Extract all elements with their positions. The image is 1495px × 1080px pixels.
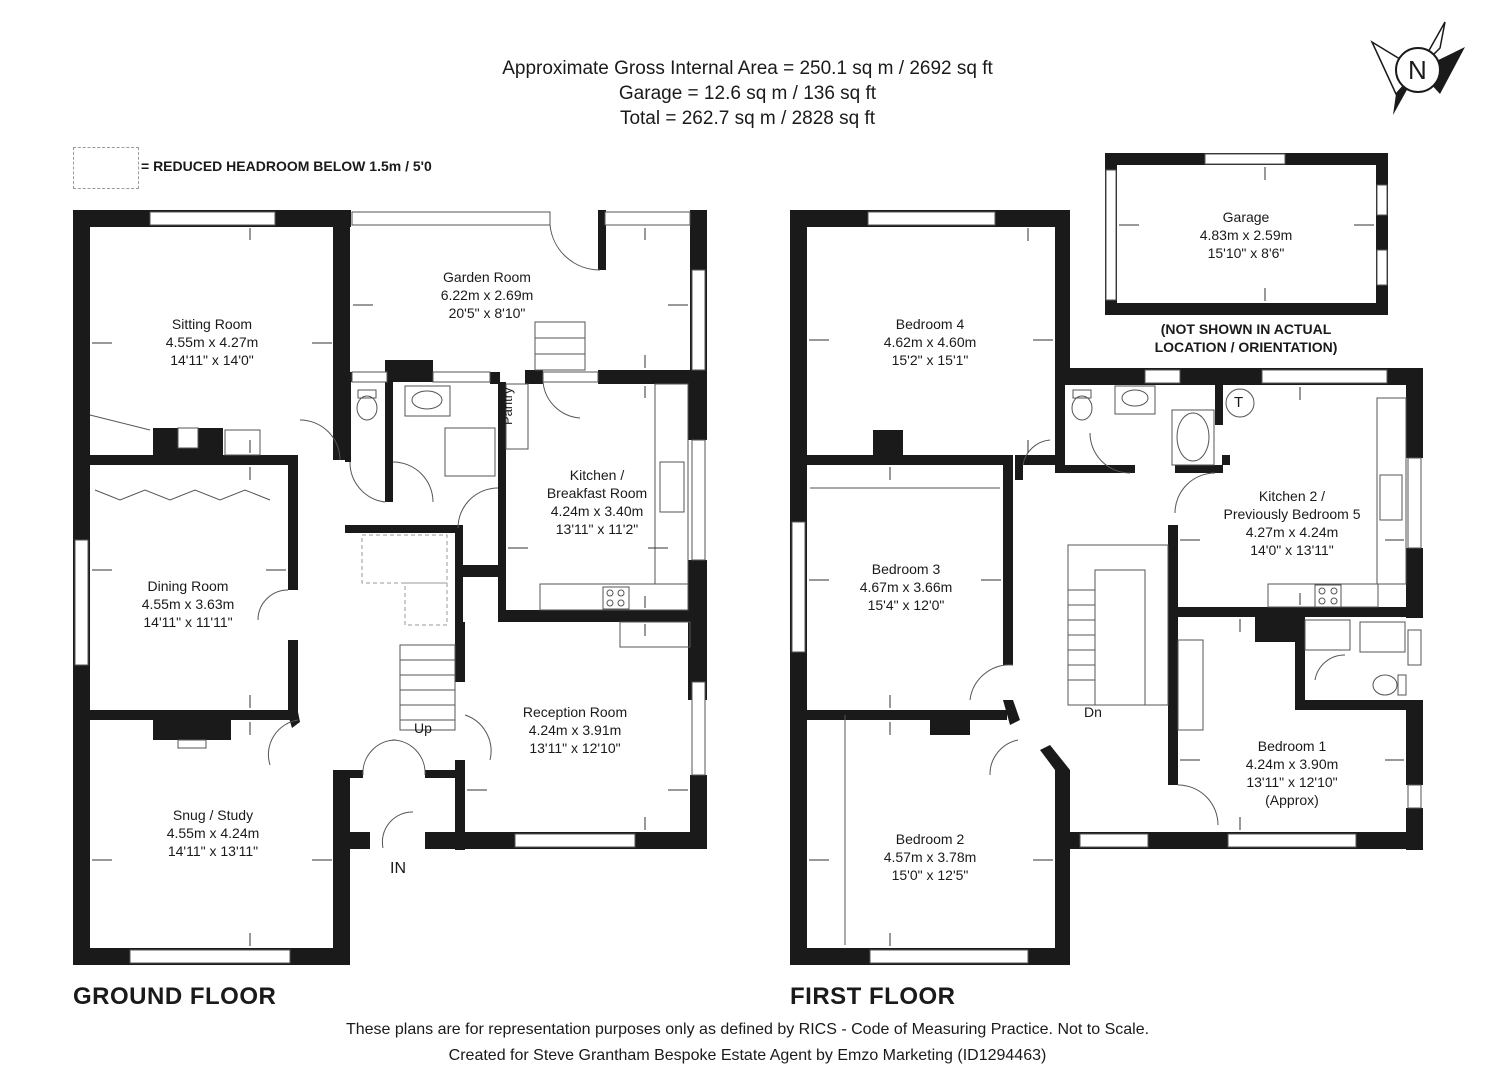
ground-floor-title: GROUND FLOOR bbox=[73, 983, 277, 1010]
room-name-2: Previously Bedroom 5 bbox=[1223, 506, 1361, 522]
room-name: Garden Room bbox=[443, 269, 531, 285]
room-imperial: 14'11" x 13'11" bbox=[167, 843, 259, 859]
first-floor-title: FIRST FLOOR bbox=[790, 983, 956, 1010]
room-imperial: 15'10" x 8'6" bbox=[1207, 245, 1285, 261]
first-floor-windows bbox=[791, 211, 1422, 964]
room-bedroom-1: Bedroom 1 4.24m x 3.90m 13'11" x 12'10" … bbox=[1246, 737, 1339, 809]
ground-floor-windows bbox=[74, 211, 706, 964]
room-imperial: 14'11" x 11'11" bbox=[143, 614, 233, 630]
room-kitchen-2: Kitchen 2 / Previously Bedroom 5 4.27m x… bbox=[1224, 487, 1361, 559]
headroom-legend-swatch bbox=[73, 147, 139, 189]
room-garden-room: Garden Room 6.22m x 2.69m 20'5" x 8'10" bbox=[441, 268, 534, 322]
room-imperial: 14'11" x 14'0" bbox=[170, 352, 254, 368]
room-metric: 4.62m x 4.60m bbox=[883, 334, 977, 350]
room-name: Reception Room bbox=[522, 704, 628, 720]
garage-note-line-2: LOCATION / ORIENTATION) bbox=[1154, 339, 1338, 355]
garage-area-line: Garage = 12.6 sq m / 136 sq ft bbox=[618, 83, 877, 104]
garage-note-line-1: (NOT SHOWN IN ACTUAL bbox=[1160, 321, 1332, 337]
room-bedroom-4: Bedroom 4 4.62m x 4.60m 15'2" x 15'1" bbox=[884, 315, 977, 369]
room-sitting-room: Sitting Room 4.55m x 4.27m 14'11" x 14'0… bbox=[166, 315, 259, 369]
stairs-down-label: Dn bbox=[1084, 704, 1102, 720]
room-name: Garage bbox=[1222, 209, 1270, 225]
room-metric: 4.57m x 3.78m bbox=[883, 849, 977, 865]
room-metric: 4.27m x 4.24m bbox=[1245, 524, 1339, 540]
north-compass-icon bbox=[1370, 21, 1465, 115]
first-floor-fixtures bbox=[810, 385, 1407, 945]
room-name: Bedroom 4 bbox=[895, 316, 965, 332]
garage-walls bbox=[1105, 153, 1388, 315]
room-metric: 4.55m x 3.63m bbox=[141, 596, 235, 612]
room-imperial: 15'2" x 15'1" bbox=[891, 352, 969, 368]
room-metric: 4.55m x 4.27m bbox=[165, 334, 259, 350]
room-metric: 4.24m x 3.90m bbox=[1245, 756, 1339, 772]
room-imperial: 20'5" x 8'10" bbox=[448, 305, 526, 321]
gross-area-line: Approximate Gross Internal Area = 250.1 … bbox=[502, 58, 993, 79]
garage-location-note: (NOT SHOWN IN ACTUAL LOCATION / ORIENTAT… bbox=[1155, 320, 1338, 356]
room-kitchen-breakfast: Kitchen / Breakfast Room 4.24m x 3.40m 1… bbox=[547, 466, 647, 538]
room-reception-room: Reception Room 4.24m x 3.91m 13'11" x 12… bbox=[523, 703, 627, 757]
room-name: Kitchen 2 / bbox=[1258, 488, 1326, 504]
room-name: Sitting Room bbox=[171, 316, 253, 332]
room-imperial: 13'11" x 11'2" bbox=[555, 521, 639, 537]
room-name: Bedroom 1 bbox=[1257, 738, 1327, 754]
room-metric: 4.24m x 3.91m bbox=[528, 722, 622, 738]
ground-floor-dimension-arrows bbox=[92, 228, 688, 946]
room-imperial: 15'4" x 12'0" bbox=[867, 597, 945, 613]
water-tank-label: T bbox=[1234, 394, 1244, 411]
room-imperial: 14'0" x 13'11" bbox=[1250, 542, 1334, 558]
total-area-line: Total = 262.7 sq m / 2828 sq ft bbox=[619, 108, 876, 129]
credit-line: Created for Steve Grantham Bespoke Estat… bbox=[448, 1047, 1047, 1064]
room-metric: 4.24m x 3.40m bbox=[550, 503, 644, 519]
room-metric: 4.83m x 2.59m bbox=[1199, 227, 1293, 243]
room-name: Bedroom 3 bbox=[871, 561, 941, 577]
room-metric: 4.67m x 3.66m bbox=[859, 579, 953, 595]
room-name: Dining Room bbox=[147, 578, 229, 594]
room-metric: 4.55m x 4.24m bbox=[166, 825, 260, 841]
first-floor-dimension-arrows bbox=[809, 167, 1404, 946]
room-note: (Approx) bbox=[1265, 792, 1319, 808]
room-imperial: 13'11" x 12'10" bbox=[1246, 774, 1338, 790]
room-metric: 6.22m x 2.69m bbox=[440, 287, 534, 303]
room-name: Bedroom 2 bbox=[895, 831, 965, 847]
disclaimer-line: These plans are for representation purpo… bbox=[345, 1021, 1150, 1038]
room-snug-study: Snug / Study 4.55m x 4.24m 14'11" x 13'1… bbox=[167, 806, 260, 860]
room-bedroom-2: Bedroom 2 4.57m x 3.78m 15'0" x 12'5" bbox=[884, 830, 977, 884]
room-imperial: 13'11" x 12'10" bbox=[529, 740, 621, 756]
room-name: Snug / Study bbox=[172, 807, 254, 823]
room-dining-room: Dining Room 4.55m x 3.63m 14'11" x 11'11… bbox=[142, 577, 235, 631]
ground-floor-fixtures bbox=[89, 224, 691, 849]
room-imperial: 15'0" x 12'5" bbox=[891, 867, 969, 883]
headroom-legend-text: = REDUCED HEADROOM BELOW 1.5m / 5'0 bbox=[141, 158, 432, 174]
entrance-label: IN bbox=[390, 860, 406, 877]
room-name-2: Breakfast Room bbox=[546, 485, 648, 501]
room-bedroom-3: Bedroom 3 4.67m x 3.66m 15'4" x 12'0" bbox=[860, 560, 953, 614]
room-name: Kitchen / bbox=[569, 467, 625, 483]
stairs-up-label: Up bbox=[414, 720, 432, 736]
pantry-label: Pantry bbox=[500, 387, 515, 425]
room-garage: Garage 4.83m x 2.59m 15'10" x 8'6" bbox=[1200, 208, 1293, 262]
compass-label: N bbox=[1408, 55, 1427, 85]
